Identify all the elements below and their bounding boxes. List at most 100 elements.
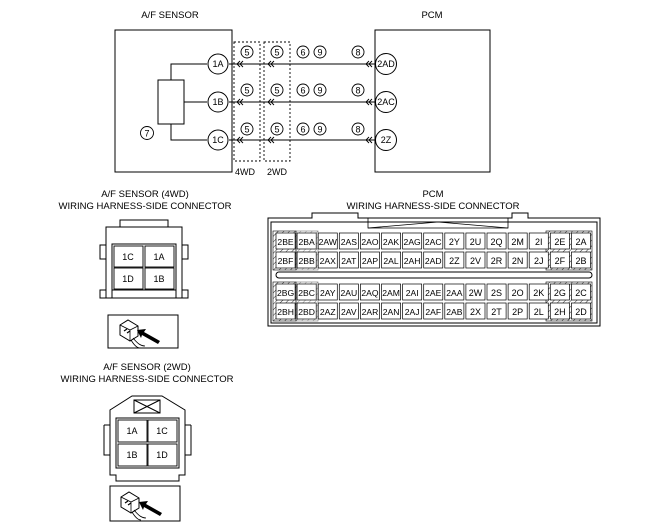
pcm-pin-2ao: 2AO [360,232,380,250]
pcm-pin-label: 2AD [425,256,442,266]
pcm-pin-label: 2AE [425,288,442,298]
pcm-pin-label: 2AG [404,237,422,247]
svg-text:9: 9 [317,125,322,135]
connector-2wd-title-2: WIRING HARNESS-SIDE CONNECTOR [61,374,234,385]
pcm-pin-2am: 2AM [381,283,401,301]
svg-text:1D: 1D [122,274,134,284]
svg-text:2AC: 2AC [377,97,395,107]
pcm-pin-label: 2AS [341,237,358,247]
pcm-pin-label: 2X [470,307,481,317]
pcm-pin-2n: 2N [507,251,528,269]
pcm-pin-2b: 2B [571,251,591,269]
sensor-lead-bottom [170,124,207,141]
pcm-pin-2u: 2U [465,232,486,250]
svg-text:5: 5 [274,48,279,58]
pcm-pin-2aq: 2AQ [360,283,380,301]
pcm-pin-label: 2G [554,288,566,298]
wire-refs-row2: 5 5 6 9 8 [240,83,365,97]
pcm-pin-2ar: 2AR [360,302,380,320]
pcm-pin-label: 2S [491,288,502,298]
pcm-pin-2ac: 2AC [375,91,397,113]
pcm-pin-label: 2AM [382,288,400,298]
pcm-pin-2bd: 2BD [296,302,317,320]
pcm-pin-label: 2B [575,256,586,266]
svg-text:9: 9 [317,86,322,96]
pcm-pin-label: 2AI [406,288,419,298]
pcm-pin-2aj: 2AJ [402,302,423,320]
pcm-pin-label: 2H [554,307,566,317]
svg-text:5: 5 [244,125,249,135]
wire-refs-row3: 5 5 6 9 8 [240,122,365,136]
pcm-pin-2t: 2T [486,302,507,320]
pcm-pin-2as: 2AS [338,232,359,250]
svg-text:5: 5 [244,86,249,96]
sensor-pin-1c: 1C [207,129,229,151]
pcm-pin-2x: 2X [465,302,486,320]
pcm-pin-label: 2Q [491,237,503,247]
pcm-pin-2s: 2S [486,283,507,301]
pcm-pin-label: 2J [534,256,544,266]
af-sensor-title: A/F SENSOR [141,10,199,21]
pcm-pin-2k: 2K [528,283,549,301]
svg-text:1B: 1B [212,97,223,107]
pcm-pin-label: 2BF [278,256,294,266]
pcm-pin-2a: 2A [571,232,591,250]
svg-text:6: 6 [300,125,305,135]
pcm-pin-2af: 2AF [423,302,444,320]
connector-2wd-title-1: A/F SENSOR (2WD) [103,362,191,373]
sensor-pin-1a: 1A [207,53,229,75]
connector-2wd-cells: 1A 1C 1B 1D [117,419,178,467]
pcm-pin-label: 2AK [383,237,400,247]
pcm-pin-label: 2BB [299,256,316,266]
pcm-pin-label: 2I [535,237,543,247]
pcm-pin-label: 2A [575,237,586,247]
svg-text:1A: 1A [212,59,223,69]
pcm-pin-label: 2AT [341,256,357,266]
pcm-title: PCM [421,10,442,21]
pcm-connector-title-1: PCM [422,189,443,200]
pcm-pin-2be: 2BE [275,232,296,250]
pcm-pin-2c: 2C [571,283,591,301]
pcm-pin-label: 2BG [277,288,295,298]
svg-text:8: 8 [355,48,360,58]
pcm-pin-label: 2T [491,307,502,317]
connector-2wd-housing [103,395,192,482]
pcm-pin-label: 2AO [361,237,379,247]
pcm-pin-label: 2P [512,307,523,317]
probe-connector-icon-4wd [107,314,179,349]
pcm-pin-2o: 2O [507,283,528,301]
svg-text:2AD: 2AD [377,59,395,69]
pcm-pin-label: 2AV [341,307,357,317]
pcm-pin-2v: 2V [465,251,486,269]
svg-text:1C: 1C [212,135,224,145]
svg-text:1C: 1C [122,252,134,262]
connector-2wd-dashed-box [263,41,291,162]
pcm-pin-label: 2W [469,288,483,298]
svg-text:5: 5 [274,125,279,135]
svg-text:1B: 1B [126,450,137,460]
svg-text:8: 8 [355,86,360,96]
pcm-pin-2an: 2AN [381,302,401,320]
pcm-pin-2bf: 2BF [275,251,296,269]
pcm-pin-label: 2AW [319,237,338,247]
pcm-pin-label: 2AQ [361,288,379,298]
pcm-pin-2ad: 2AD [423,251,444,269]
wire-refs-row1: 5 5 6 9 8 [240,45,365,59]
pcm-pin-label: 2L [534,307,544,317]
pcm-pin-2ad: 2AD [375,53,397,75]
pcm-pin-2j: 2J [528,251,549,269]
pcm-pin-label: 2AL [383,256,399,266]
pcm-pin-2q: 2Q [486,232,507,250]
pcm-pin-label: 2D [575,307,587,317]
connector-4wd-housing [99,219,189,299]
pcm-pin-2ak: 2AK [381,232,401,250]
pcm-pin-label: 2AU [340,288,357,298]
pcm-pin-2aw: 2AW [317,232,338,250]
pcm-pin-label: 2O [512,288,524,298]
pcm-pin-2h: 2H [549,302,570,320]
pcm-pin-2w: 2W [465,283,486,301]
svg-text:8: 8 [355,125,360,135]
pcm-pin-label: 2BD [298,307,315,317]
pcm-pin-2bc: 2BC [296,283,317,301]
